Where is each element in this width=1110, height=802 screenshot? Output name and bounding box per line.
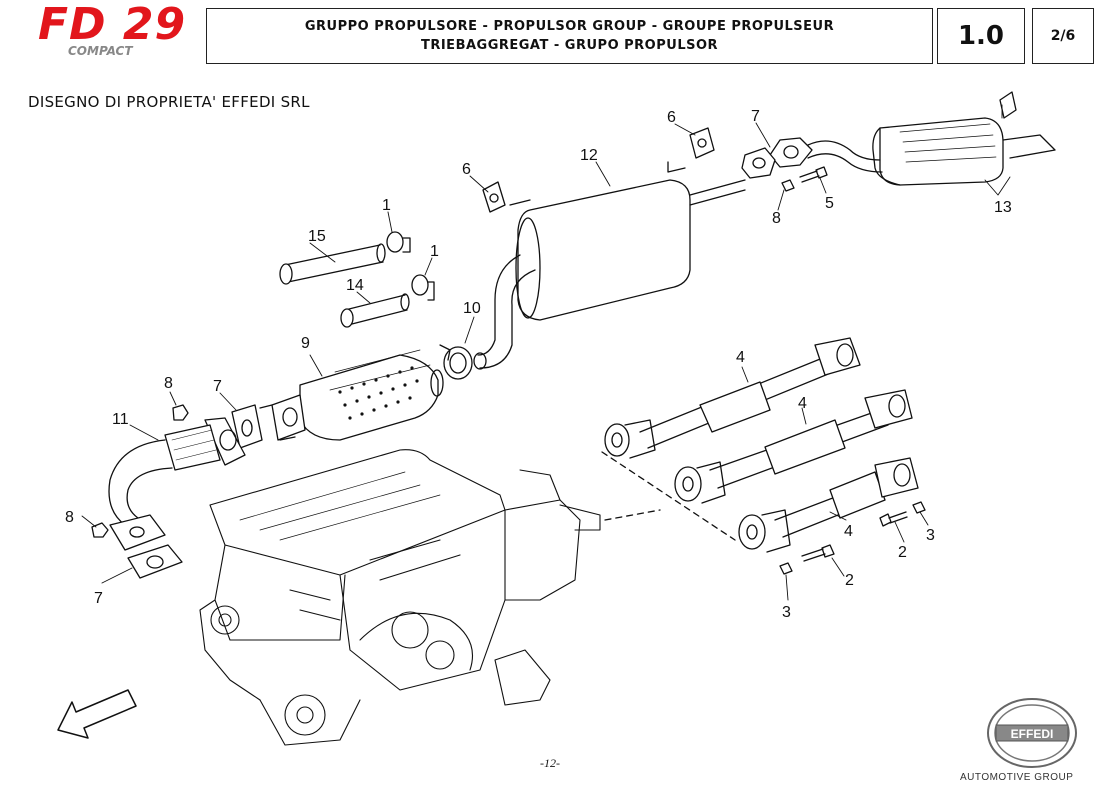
nut-8-upper [781,179,795,192]
callout-12: 12 [580,147,598,164]
compact-logo: COMPACT [68,44,133,58]
callout-2b: 2 [845,572,854,589]
gasket-middle [231,404,263,449]
assembly-line-2 [604,509,661,521]
callout-8c: 8 [65,509,74,526]
bolt-5 [799,166,828,183]
drive-shaft-bottom [738,457,919,553]
callout-2a: 2 [898,544,907,561]
callout-7b: 7 [213,378,222,395]
front-pipe-bend [477,254,536,369]
callout-13: 13 [994,199,1012,216]
callout-8b: 8 [164,375,173,392]
flange-upper [741,147,776,179]
clamp-1a [386,231,411,253]
effedi-logo: EFFEDI [987,698,1077,768]
pipe-end [473,352,487,370]
callout-1b: 1 [430,243,439,260]
drive-shaft-top [604,337,861,459]
nut-3-bottom [779,562,793,575]
page-number: -12- [540,756,560,770]
section-number: 1.0 [937,8,1025,64]
assembly-line [601,451,736,541]
drive-shaft-mid [674,389,913,504]
callout-5: 5 [825,195,834,212]
callout-8a: 8 [772,210,781,227]
rear-silencer [872,91,1056,186]
callout-6a: 6 [462,161,471,178]
intermediate-pipe [807,140,883,173]
callout-15: 15 [308,228,326,245]
bolt-2-right [879,511,908,527]
callout-7c: 7 [94,590,103,607]
callout-9: 9 [301,335,310,352]
nut-3-right [912,501,926,514]
rubber-hanger-left [482,181,506,213]
nut-8-lower [91,522,109,538]
callout-14: 14 [346,277,364,294]
center-muffler [509,161,746,321]
gasket-upper [769,137,813,168]
downpipe [108,417,246,551]
gasket-lower [127,544,183,579]
brand-caption: AUTOMOTIVE GROUP [960,772,1074,783]
callout-1a: 1 [382,197,391,214]
catalytic-converter [259,349,444,441]
header-title-line1: GRUPPO PROPULSORE - PROPULSOR GROUP - GR… [304,19,835,34]
front-direction-arrow [57,689,137,739]
callout-11: 11 [112,411,129,428]
callout-4b: 4 [798,395,807,412]
callout-4a: 4 [736,349,745,366]
callout-6b: 6 [667,109,676,126]
ownership-note: DISEGNO DI PROPRIETA' EFFEDI SRL [28,93,310,111]
callout-4c: 4 [844,523,853,540]
effedi-logo-text: EFFEDI [1011,727,1054,741]
rubber-hanger-right [689,127,715,159]
pipe-15 [279,243,386,285]
pipe-14 [340,293,410,328]
callout-numbers: 1 1 2 2 3 3 4 4 4 5 6 6 7 7 7 8 8 8 9 10… [65,108,1012,621]
callout-3a: 3 [926,527,935,544]
callout-3b: 3 [782,604,791,621]
page-indicator: 2/6 [1032,8,1094,64]
nut-8-middle [172,404,189,421]
leader-lines [81,104,1011,601]
header-title-box: GRUPPO PROPULSORE - PROPULSOR GROUP - GR… [206,8,933,64]
engine-block [199,449,601,746]
callout-7a: 7 [751,108,760,125]
fd29-logo: FD 29 [38,0,187,50]
clamp-10 [439,344,473,380]
bolt-2-bottom [801,544,835,562]
callout-10: 10 [463,300,481,317]
clamp-1b [411,274,435,301]
header-title-line2: TRIEBAGGREGAT - GRUPO PROPULSOR [420,38,719,53]
